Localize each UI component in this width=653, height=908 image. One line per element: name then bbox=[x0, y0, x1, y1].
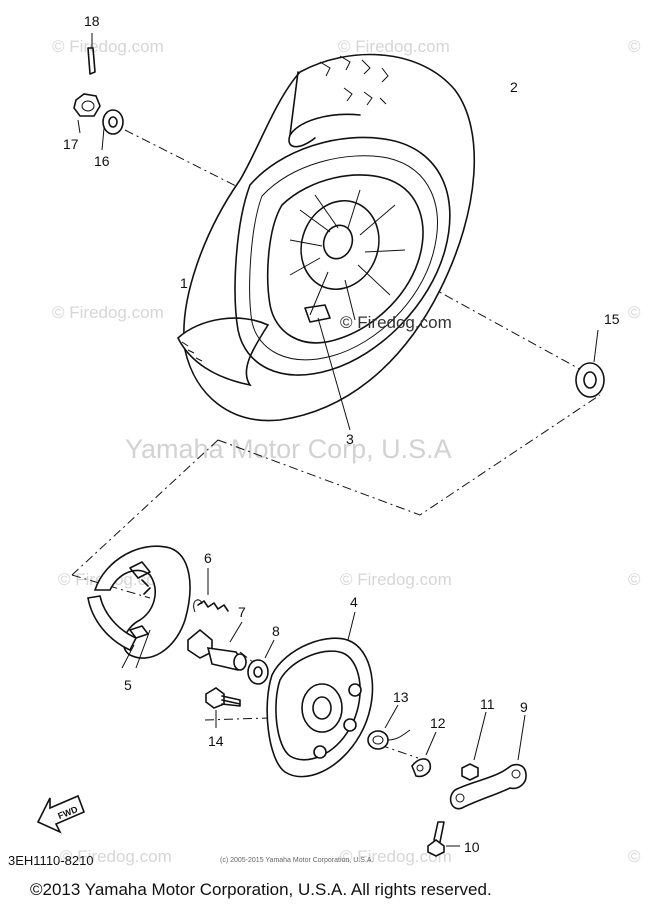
rear-wheel-assembly bbox=[177, 53, 475, 431]
small-copyright: (c) 2005-2015 Yamaha Motor Corporation, … bbox=[220, 857, 374, 864]
collar-15 bbox=[575, 329, 605, 398]
watermark-text: © Firedog.com bbox=[338, 37, 450, 56]
callout-11: 11 bbox=[480, 696, 495, 712]
part-code: 3EH1110-8210 bbox=[8, 853, 94, 868]
callout-17: 17 bbox=[63, 136, 79, 152]
brake-spring-6 bbox=[193, 568, 229, 613]
bolt-10 bbox=[427, 821, 460, 857]
watermark-text: © Firedog.com bbox=[52, 37, 164, 56]
watermark-text: © bbox=[628, 570, 641, 589]
watermark-text: © bbox=[628, 37, 641, 56]
callout-13: 13 bbox=[393, 689, 409, 705]
watermark-layer: © Firedog.com © Firedog.com © © Firedog.… bbox=[52, 37, 641, 866]
axle-nut-set bbox=[73, 33, 124, 151]
callout-1: 1 bbox=[180, 275, 188, 291]
callout-18: 18 bbox=[84, 13, 100, 29]
callout-16: 16 bbox=[94, 153, 110, 169]
callout-4: 4 bbox=[350, 594, 358, 610]
callout-15: 15 bbox=[604, 311, 620, 327]
cam-lever-9 bbox=[449, 714, 527, 810]
watermark-brand: Yamaha Motor Corp, U.S.A bbox=[125, 434, 452, 464]
callout-10: 10 bbox=[464, 839, 480, 855]
copyright-notice: ©2013 Yamaha Motor Corporation, U.S.A. A… bbox=[30, 880, 492, 899]
callout-3: 3 bbox=[346, 431, 354, 447]
watermark-text: © Firedog.com bbox=[52, 303, 164, 322]
nut-11 bbox=[461, 711, 487, 781]
bolt-14 bbox=[205, 687, 241, 728]
watermark-text: © Firedog.com bbox=[60, 847, 172, 866]
callout-labels: 18 17 16 2 1 3 15 6 5 7 8 4 14 13 12 11 … bbox=[63, 13, 620, 855]
watermark-text: © Firedog.com bbox=[340, 847, 452, 866]
callout-6: 6 bbox=[204, 550, 212, 566]
callout-2: 2 bbox=[510, 79, 518, 95]
callout-7: 7 bbox=[238, 604, 246, 620]
washer-8 bbox=[247, 639, 275, 685]
torsion-spring-13 bbox=[367, 704, 411, 750]
callout-5: 5 bbox=[124, 677, 132, 693]
callout-14: 14 bbox=[208, 733, 224, 749]
lever-12 bbox=[411, 731, 437, 778]
watermark-text: © bbox=[628, 303, 641, 322]
watermark-text: © Firedog.com bbox=[340, 570, 452, 589]
camshaft-7 bbox=[187, 621, 247, 671]
callout-12: 12 bbox=[430, 715, 446, 731]
brake-shoe-plate-4 bbox=[266, 611, 374, 778]
callout-9: 9 bbox=[520, 699, 528, 715]
watermark-text: © bbox=[628, 847, 641, 866]
callout-8: 8 bbox=[272, 623, 280, 639]
brake-shoe-set bbox=[87, 545, 191, 669]
center-watermark: © Firedog.com bbox=[340, 313, 452, 332]
forward-arrow-icon: FWD bbox=[36, 794, 86, 834]
